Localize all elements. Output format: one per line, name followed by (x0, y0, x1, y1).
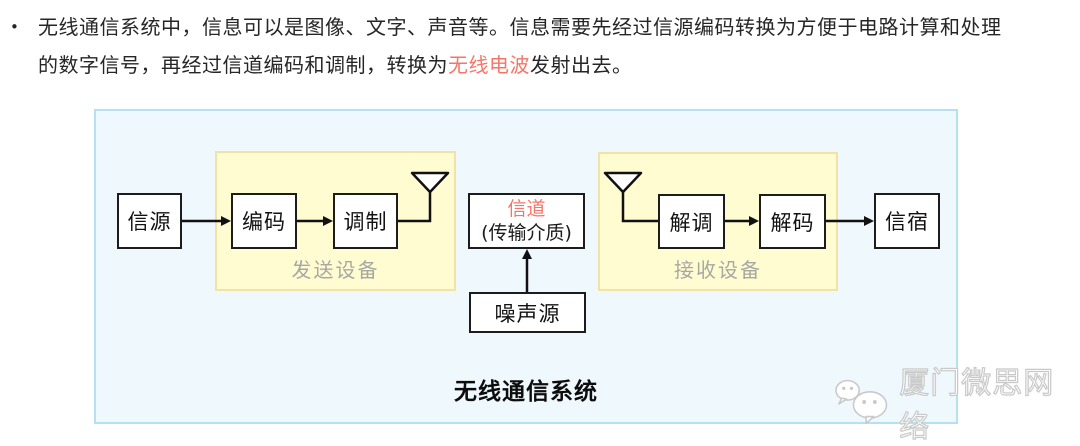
connector-lines (182, 171, 874, 292)
line-modulate-to-antenna (398, 191, 432, 223)
intro-line-1: 无线通信系统中，信息可以是图像、文字、声音等。信息需要先经过信源编码转换为方便于… (38, 15, 1002, 39)
wechat-icon (835, 379, 888, 425)
line-antenna-to-demodulate (621, 191, 658, 223)
arrowhead-modulate (323, 216, 333, 226)
node-source: 信源 (117, 193, 182, 249)
node-channel-title: 信道 (507, 198, 546, 220)
node-demodulate: 解调 (658, 194, 725, 249)
transmit-antenna-icon (410, 171, 450, 194)
node-noise-label: 噪声源 (494, 301, 561, 326)
node-encode: 编码 (231, 193, 297, 249)
node-source-label: 信源 (127, 210, 172, 234)
diagram-title: 无线通信系统 (454, 379, 598, 405)
node-modulate-label: 调制 (343, 210, 388, 234)
receive-antenna-icon (603, 171, 643, 194)
bullet-marker: • (10, 18, 19, 36)
intro-highlight-radio-wave: 无线电波 (448, 53, 530, 77)
arrowhead-encode (221, 216, 231, 226)
node-sink-label: 信宿 (885, 210, 929, 234)
intro-line-2-post: 发射出去。 (530, 53, 633, 77)
wireless-system-diagram-panel: 发送设备 接收设备 (94, 109, 958, 424)
node-channel: 信道 (传输介质) (468, 193, 585, 249)
intro-text: 无线通信系统中，信息可以是图像、文字、声音等。信息需要先经过信源编码转换为方便于… (38, 8, 1075, 84)
intro-paragraph: • 无线通信系统中，信息可以是图像、文字、声音等。信息需要先经过信源编码转换为方… (10, 8, 1075, 84)
intro-line-2: 的数字信号，再经过信道编码和调制，转换为无线电波发射出去。 (38, 46, 1075, 84)
watermark-text: 厦门微思网络 (899, 365, 1055, 445)
node-decode-label: 解码 (770, 210, 815, 235)
arrowhead-sink (864, 216, 874, 226)
node-modulate: 调制 (333, 193, 398, 249)
intro-line-2-pre: 的数字信号，再经过信道编码和调制，转换为 (38, 53, 448, 77)
node-noise-source: 噪声源 (469, 292, 586, 333)
node-decode: 解码 (759, 194, 826, 249)
node-sink: 信宿 (874, 193, 940, 249)
arrowhead-decode (749, 216, 759, 226)
arrowhead-channel (522, 249, 532, 259)
watermark: 厦门微思网络 (834, 358, 1080, 446)
transmit-group-label: 发送设备 (291, 258, 380, 282)
node-demodulate-label: 解调 (669, 210, 714, 235)
node-encode-label: 编码 (242, 210, 286, 234)
receive-group-label: 接收设备 (674, 258, 762, 282)
node-channel-subtitle: (传输介质) (481, 222, 572, 244)
